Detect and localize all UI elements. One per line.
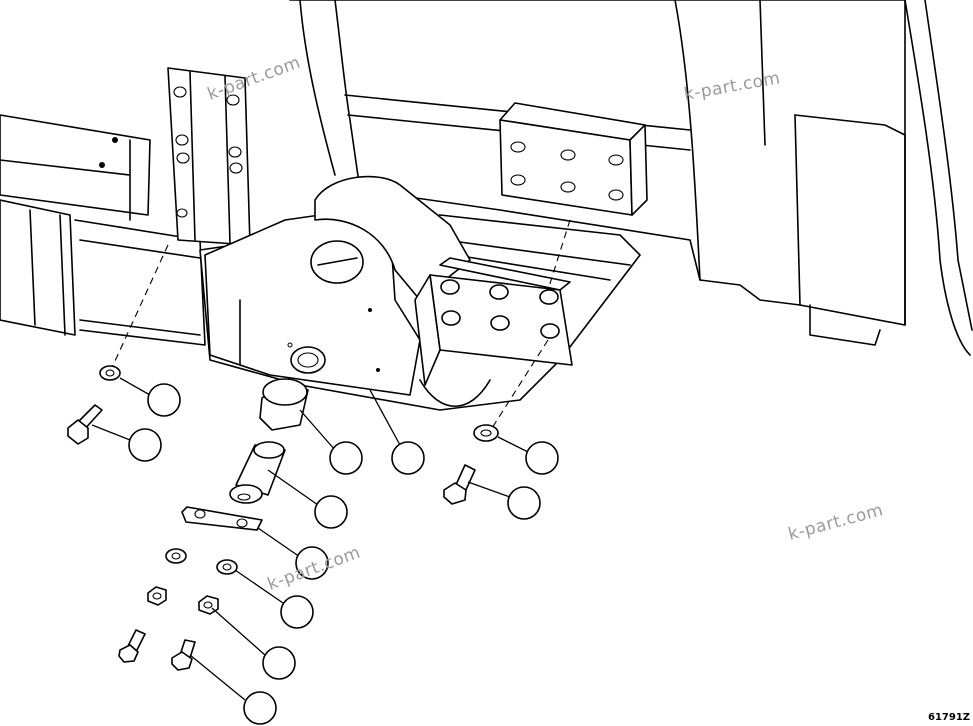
bolt-small-left xyxy=(118,629,146,663)
bolt-small-right xyxy=(171,639,196,671)
callout-circle xyxy=(147,383,181,417)
callout-circle xyxy=(128,428,162,462)
callout-circle xyxy=(262,646,296,680)
washer-right xyxy=(473,424,499,442)
callout-circle xyxy=(243,691,277,725)
bolt-right xyxy=(443,464,476,505)
callout-circle xyxy=(507,486,541,520)
pivot-pin xyxy=(229,441,286,504)
washer-lower-right xyxy=(216,559,238,575)
callout-circle xyxy=(329,441,363,475)
callout-circle xyxy=(525,441,559,475)
washer-lower-left xyxy=(165,548,187,564)
callout-circle xyxy=(280,595,314,629)
assembly-lines xyxy=(109,219,571,429)
callout-circle xyxy=(391,441,425,475)
lock-plate xyxy=(181,506,263,531)
callout-leaders xyxy=(91,377,529,701)
watermark-text: k-part.com xyxy=(786,500,885,545)
front-mounting-pad xyxy=(414,257,573,386)
bolt-left xyxy=(67,404,103,445)
rear-mounting-pad xyxy=(499,102,648,216)
washer-left xyxy=(99,365,121,381)
bushing xyxy=(259,378,309,431)
frame-rail xyxy=(0,114,206,346)
callout-circle xyxy=(314,495,348,529)
pivot-plate xyxy=(204,175,471,396)
callout-circle xyxy=(295,546,329,580)
figure-id: 61791Z xyxy=(928,712,970,723)
nut-lower-left xyxy=(147,586,167,606)
